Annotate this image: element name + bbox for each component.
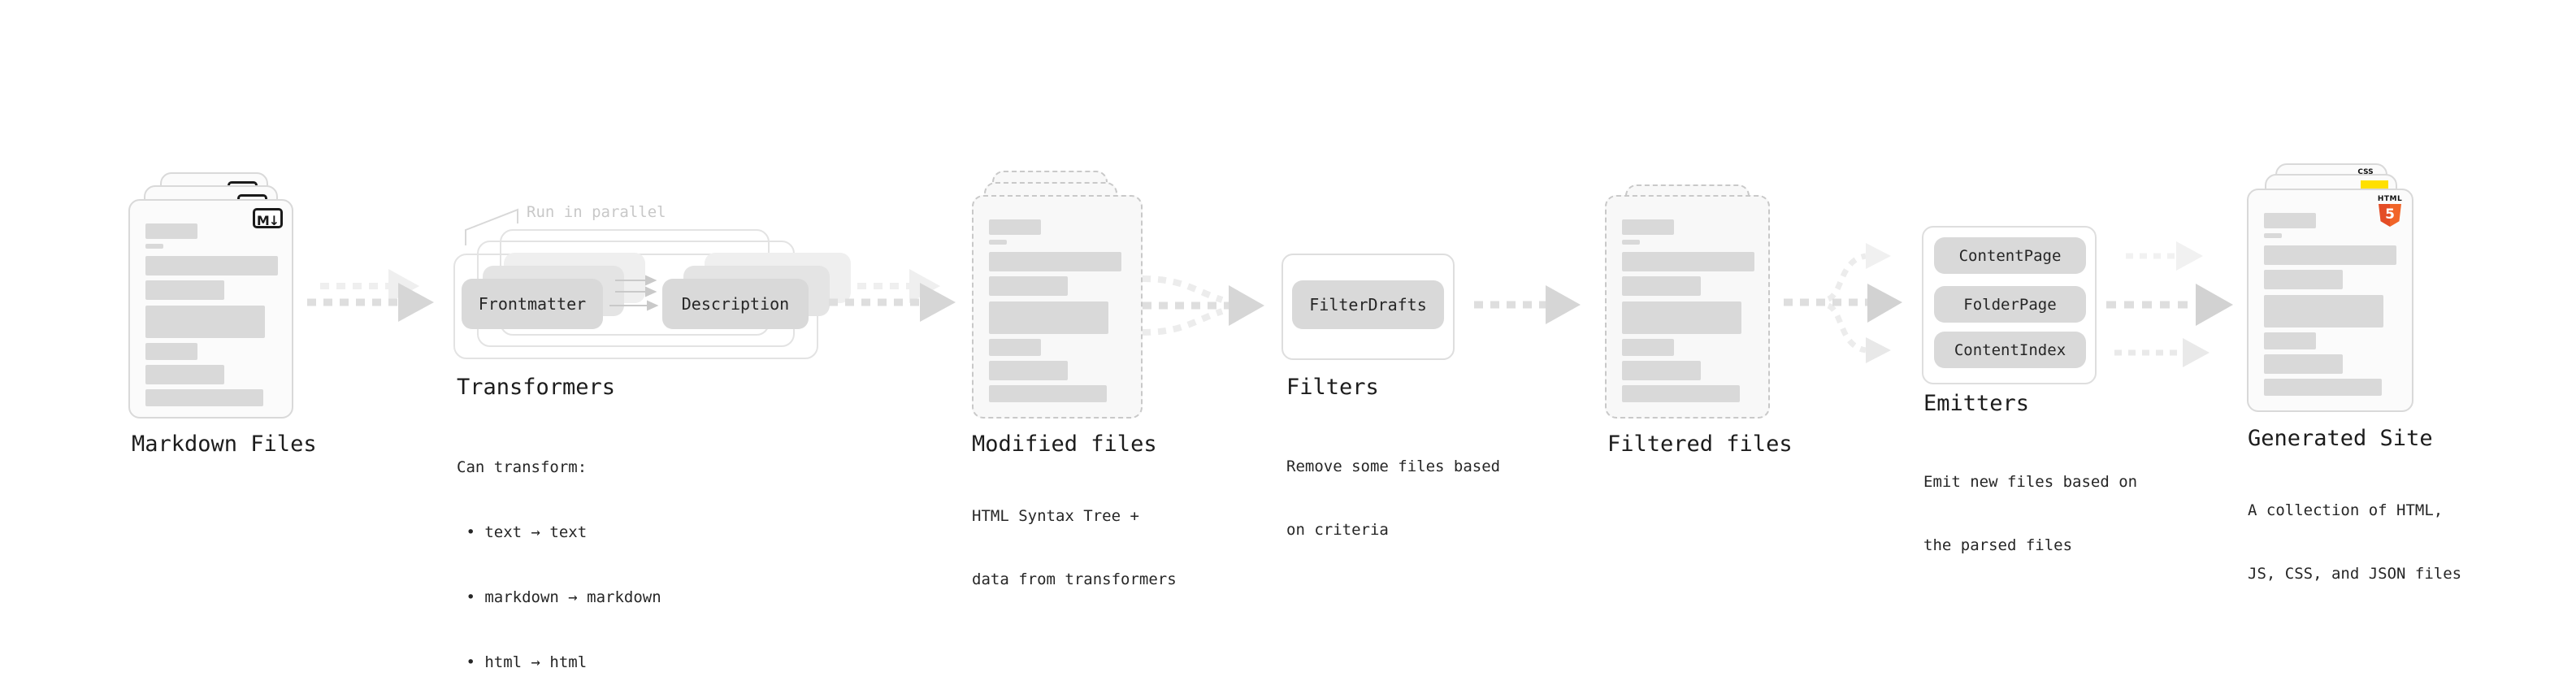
desc-line: Remove some files based: [1286, 458, 1501, 475]
html5-icon: HTML 5: [2376, 195, 2404, 227]
text-placeholder-bar: [989, 385, 1107, 402]
desc-line: HTML Syntax Tree +: [972, 507, 1139, 525]
desc-line: • text → text: [457, 523, 588, 541]
generated-site-title: Generated Site: [2248, 426, 2433, 451]
desc-line: • markdown → markdown: [457, 588, 661, 606]
text-placeholder-bar: [2264, 213, 2316, 228]
desc-line: • html → html: [457, 653, 588, 671]
arrow-markdown-to-transformers: [307, 269, 434, 322]
text-placeholder-bar: [2264, 332, 2316, 349]
desc-line: data from transformers: [972, 570, 1177, 588]
filters-title: Filters: [1286, 375, 1379, 400]
text-placeholder-bar: [145, 280, 224, 300]
text-placeholder-bar: [1622, 240, 1640, 245]
arrow-filters-to-filtered: [1474, 285, 1581, 324]
text-placeholder-bar: [145, 244, 163, 249]
contentindex-badge: ContentIndex: [1934, 332, 2086, 368]
modified-file-card-front: [972, 195, 1143, 419]
emitters-title: Emitters: [1923, 391, 2030, 416]
emitters-description: Emit new files based on the parsed files: [1923, 429, 2137, 598]
contentpage-badge: ContentPage: [1934, 237, 2086, 274]
desc-line: Can transform:: [457, 458, 588, 476]
text-placeholder-bar: [1622, 219, 1674, 235]
text-placeholder-bar: [1622, 301, 1741, 334]
css-icon-label: CSS: [2357, 168, 2374, 176]
desc-line: the parsed files: [1923, 536, 2073, 554]
text-placeholder-bar: [145, 389, 263, 406]
html5-icon-shield: 5: [2379, 204, 2401, 227]
text-placeholder-bar: [989, 252, 1121, 271]
text-placeholder-bar: [145, 365, 224, 384]
desc-line: A collection of HTML,: [2248, 501, 2444, 519]
modified-files-title: Modified files: [972, 432, 1157, 457]
text-placeholder-bar: [145, 343, 197, 360]
transformers-description: Can transform: • text → text • markdown …: [457, 413, 661, 681]
description-badge: Description: [662, 279, 809, 329]
desc-line: Emit new files based on: [1923, 473, 2138, 491]
filters-description: Remove some files based on criteria: [1286, 414, 1500, 583]
generated-site-description: A collection of HTML, JS, CSS, and JSON …: [2248, 458, 2461, 627]
text-placeholder-bar: [989, 240, 1007, 245]
desc-line: JS, CSS, and JSON files: [2248, 565, 2462, 583]
text-placeholder-bar: [2264, 295, 2383, 327]
text-placeholder-bar: [145, 223, 197, 239]
frontmatter-badge: Frontmatter: [462, 279, 603, 329]
modified-files-description: HTML Syntax Tree + data from transformer…: [972, 463, 1177, 632]
markdown-icon: M↓: [253, 208, 283, 228]
html-file-card: HTML 5: [2247, 189, 2413, 412]
text-placeholder-bar: [2264, 233, 2282, 238]
text-placeholder-bar: [2264, 354, 2343, 374]
arrow-emitters-to-generated: [2106, 241, 2233, 367]
js-icon: [2361, 180, 2388, 191]
filterdrafts-badge: FilterDrafts: [1292, 280, 1444, 329]
text-placeholder-bar: [145, 256, 278, 275]
filtered-file-card-front: [1605, 195, 1770, 419]
filtered-files-title: Filtered files: [1607, 432, 1793, 457]
text-placeholder-bar: [1622, 361, 1701, 380]
text-placeholder-bar: [1622, 252, 1754, 271]
markdown-file-card-front: M↓: [128, 199, 293, 419]
text-placeholder-bar: [989, 301, 1108, 334]
text-placeholder-bar: [1622, 339, 1674, 356]
run-in-parallel-note: Run in parallel: [527, 203, 666, 221]
arrow-filtered-to-emitters: [1784, 243, 1902, 363]
html5-icon-label: HTML: [2377, 195, 2403, 203]
text-placeholder-bar: [2264, 245, 2396, 265]
transformers-title: Transformers: [457, 375, 616, 400]
text-placeholder-bar: [2264, 379, 2382, 396]
desc-line: on criteria: [1286, 521, 1389, 539]
text-placeholder-bar: [1622, 385, 1740, 402]
text-placeholder-bar: [989, 339, 1041, 356]
text-placeholder-bar: [2264, 270, 2343, 289]
arrow-modified-to-filters: [1142, 275, 1264, 336]
text-placeholder-bar: [989, 219, 1041, 235]
text-placeholder-bar: [989, 361, 1068, 380]
text-placeholder-bar: [989, 276, 1068, 296]
markdown-files-title: Markdown Files: [132, 432, 317, 457]
folderpage-badge: FolderPage: [1934, 286, 2086, 323]
text-placeholder-bar: [145, 306, 265, 338]
text-placeholder-bar: [1622, 276, 1701, 296]
